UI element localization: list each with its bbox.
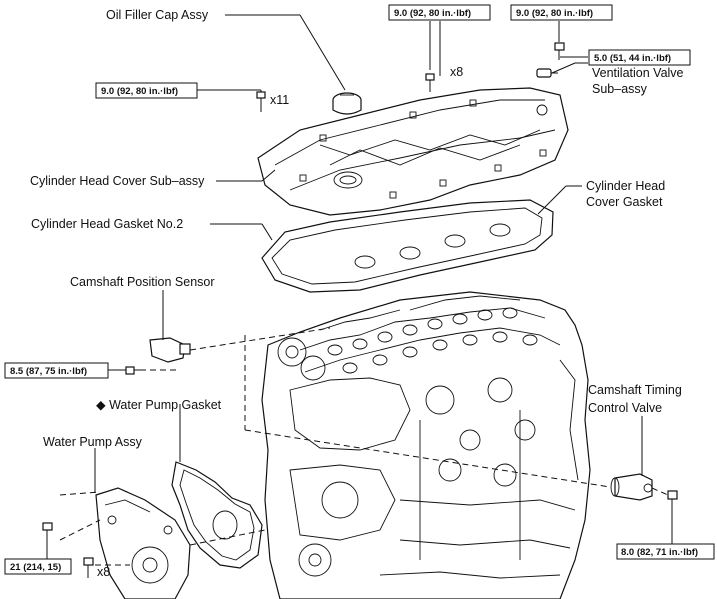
label-cam-timing-line1: Camshaft Timing [588,383,682,397]
torque-water-pump-text: 21 (214, 15) [10,562,61,573]
torque-timing-valve-text: 8.0 (82, 71 in.·lbf) [621,547,698,558]
ventilation-valve-icon [536,68,558,78]
qty-left-bolts: x11 [270,93,289,107]
camshaft-timing-valve-icon [610,473,653,501]
torque-vent-side-text: 9.0 (92, 80 in.·lbf) [516,8,593,19]
label-cylinder-head-cover: Cylinder Head Cover Sub–assy [30,174,205,188]
top-bolt-icon [425,73,435,92]
torque-top-text: 9.0 (92, 80 in.·lbf) [394,8,471,19]
cylinder-head-cover [257,87,569,216]
label-cylinder-head-gasket-2: Cylinder Head Gasket No.2 [31,217,183,231]
torque-vent-valve-text: 5.0 (51, 44 in.·lbf) [594,53,671,64]
cylinder-head-cover-gasket [261,199,554,293]
water-pump-bolt-icon [42,522,53,545]
torque-box-cam-sensor: 8.5 (87, 75 in.·lbf) [4,362,109,379]
water-pump-assy [95,487,191,599]
qty-water-pump-bolts: x8 [97,565,110,579]
label-vent-valve-line1: Ventilation Valve [592,66,684,80]
torque-box-vent-side: 9.0 (92, 80 in.·lbf) [510,4,613,21]
engine-block [261,291,591,599]
label-camshaft-position-sensor: Camshaft Position Sensor [70,275,215,289]
label-water-pump-gasket: ◆ Water Pump Gasket [96,398,222,412]
left-bolt-icon [256,91,266,112]
torque-box-vent-valve: 5.0 (51, 44 in.·lbf) [588,49,691,66]
torque-box-timing-valve: 8.0 (82, 71 in.·lbf) [616,543,715,560]
torque-box-water-pump: 21 (214, 15) [4,558,72,575]
water-pump-bolt2-icon [83,557,94,578]
timing-valve-bolt-icon [667,490,678,508]
cam-sensor-bolt-icon [125,366,146,375]
qty-top-bolts: x8 [450,65,463,79]
torque-box-left: 9.0 (92, 80 in.·lbf) [95,82,198,99]
label-cam-timing-line2: Control Valve [588,401,662,415]
torque-box-top: 9.0 (92, 80 in.·lbf) [388,4,491,21]
label-water-pump-assy: Water Pump Assy [43,435,143,449]
camshaft-position-sensor-icon [149,337,191,363]
water-pump-gasket [171,461,263,569]
label-cover-gasket-line1: Cylinder Head [586,179,665,193]
torque-cam-sensor-text: 8.5 (87, 75 in.·lbf) [10,366,87,377]
assembly-lines [59,327,669,566]
leader-lines [46,14,673,559]
label-oil-filler-cap: Oil Filler Cap Assy [106,8,209,22]
torque-left-text: 9.0 (92, 80 in.·lbf) [101,86,178,97]
label-cover-gasket-line2: Cover Gasket [586,195,663,209]
vent-side-bolt-icon [554,42,565,60]
oil-filler-cap [332,92,362,115]
label-vent-valve-line2: Sub–assy [592,82,648,96]
